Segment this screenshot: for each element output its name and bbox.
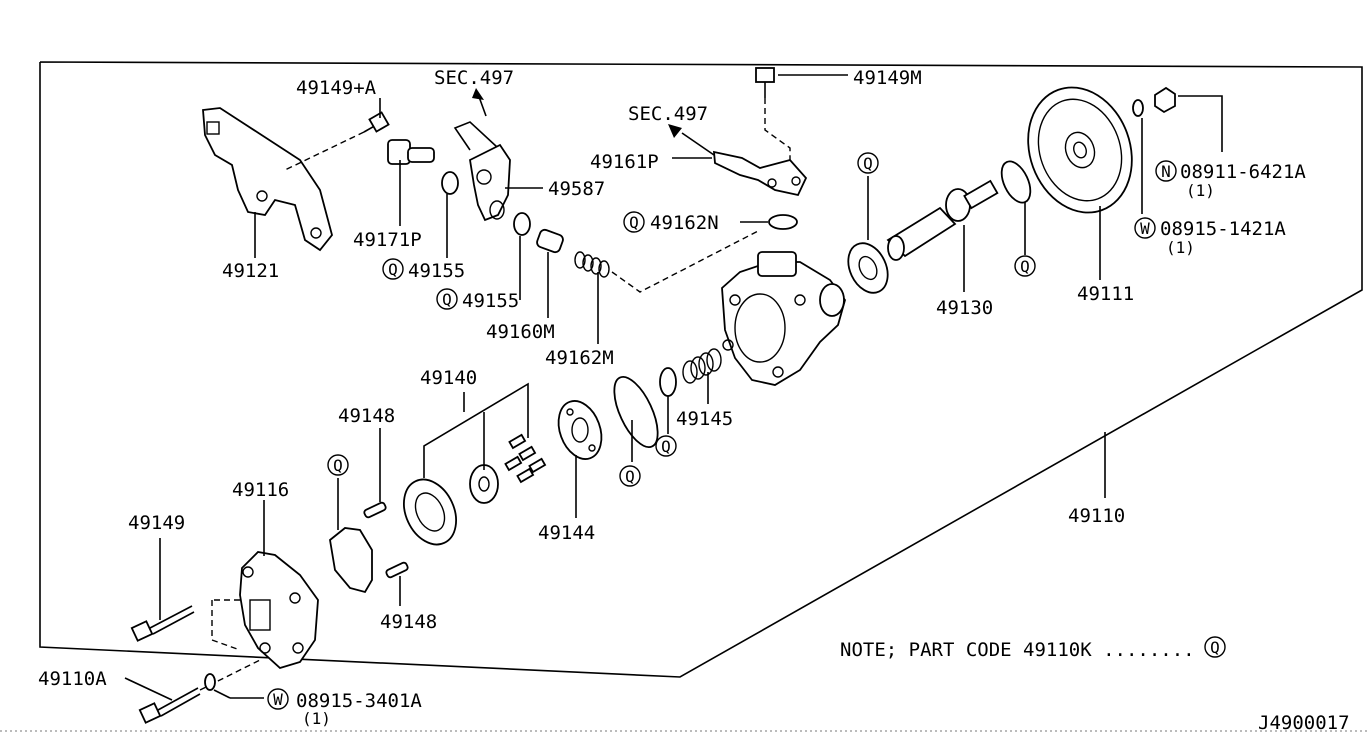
label-49160m: 49160M [486,321,555,343]
svg-text:Q: Q [1020,257,1030,276]
svg-text:Q: Q [661,437,671,456]
svg-text:Q: Q [1210,638,1220,657]
q-symbol-gasket-large: Q [619,465,641,487]
spring-49162m [574,251,610,278]
assembly-boundary-frame [39,61,1363,678]
nut-08911-6421a [1154,86,1176,114]
label-49162n: 49162N [650,212,719,234]
fitting-49171p [387,139,435,165]
snap-ring [1000,160,1032,204]
note-text: NOTE; PART CODE 49110K ........ [840,639,1195,661]
label-49162m: 49162M [545,347,614,369]
label-49130: 49130 [936,297,993,319]
svg-text:Q: Q [625,467,635,486]
q-symbol-gasket-rear: Q [327,454,349,476]
plate-49144 [557,400,603,460]
ring-49140 [403,478,457,546]
oring-49155b [513,212,531,236]
q-symbol-49155a: Q [382,258,404,280]
label-49161p: 49161P [590,151,659,173]
q-symbol-49162n: Q [623,211,645,233]
svg-text:Q: Q [629,213,639,232]
bracket-49121 [202,107,333,252]
bolt-49149m [755,67,775,98]
label-49155b: 49155 [462,290,519,312]
label-49145: 49145 [676,408,733,430]
label-49155a: 49155 [408,260,465,282]
label-49587: 49587 [548,178,605,200]
leader-lines [124,74,1223,701]
svg-text:W: W [1140,219,1150,238]
label-sec497-lower: SEC.497 [628,103,708,125]
bolt-49110a [138,687,201,724]
label-08915-3401a: 08915-3401A [296,690,422,712]
gasket-49162n [768,214,798,230]
n-symbol-nut: N [1155,160,1177,182]
pump-body [721,251,846,386]
svg-text:Q: Q [442,290,452,309]
washer-08915-3401a [204,673,216,691]
dash-49149a [284,131,365,171]
dash-housing-a [211,600,241,651]
svg-text:Q: Q [388,260,398,279]
oring-49155a [441,171,459,195]
svg-text:Q: Q [863,154,873,173]
rear-housing-49116 [239,551,319,670]
spring-49145 [682,348,722,384]
label-49171p: 49171P [353,229,422,251]
shaft-49130 [886,179,999,261]
label-49149m: 49149M [853,67,922,89]
label-08911-qty: (1) [1186,181,1215,200]
pin-49148a [363,501,387,519]
pulley-49111 [1027,86,1133,214]
q-symbol-49155b: Q [436,288,458,310]
w-symbol-washer-1421: W [1134,217,1156,239]
svg-text:N: N [1161,162,1171,181]
washer-08915-1421a [1132,99,1144,117]
label-08911-6421a: 08911-6421A [1180,161,1306,183]
label-49148-lower: 49148 [380,611,437,633]
q-symbol-seal: Q [857,152,879,174]
gasket-large [613,376,659,448]
q-symbol-snap-ring: Q [1014,255,1036,277]
label-49111: 49111 [1077,283,1134,305]
oring-small [659,367,677,397]
valve-49160m [536,228,564,254]
label-49148-upper: 49148 [338,405,395,427]
label-49110a: 49110A [38,668,107,690]
pin-49148b [385,561,409,579]
connector-49587 [469,143,511,222]
label-08915-3401a-qty: (1) [302,709,331,728]
label-sec497-upper: SEC.497 [434,67,514,89]
rotor-49140 [469,464,499,504]
seal [847,242,889,294]
q-symbol-oring-small: Q [655,435,677,457]
bracket-49161p [712,150,808,197]
label-49110: 49110 [1068,505,1125,527]
svg-text:W: W [273,690,283,709]
gasket-rear [329,527,373,594]
vanes-49140 [504,433,547,484]
dash-49149m [764,98,791,160]
bolt-49149 [130,605,195,642]
label-49121: 49121 [222,260,279,282]
dash-spring [611,229,761,293]
label-49144: 49144 [538,522,595,544]
diagram-code: J4900017 [1258,712,1350,734]
label-49140: 49140 [420,367,477,389]
q-symbol-note: Q [1204,636,1226,658]
label-08915-1421a-qty: (1) [1166,238,1195,257]
w-symbol-washer-3401: W [267,688,289,710]
bolt-49149a [363,111,390,133]
label-49149: 49149 [128,512,185,534]
label-08915-1421a: 08915-1421A [1160,218,1286,240]
label-49116: 49116 [232,479,289,501]
label-49149a: 49149+A [296,77,377,99]
svg-text:Q: Q [333,456,343,475]
